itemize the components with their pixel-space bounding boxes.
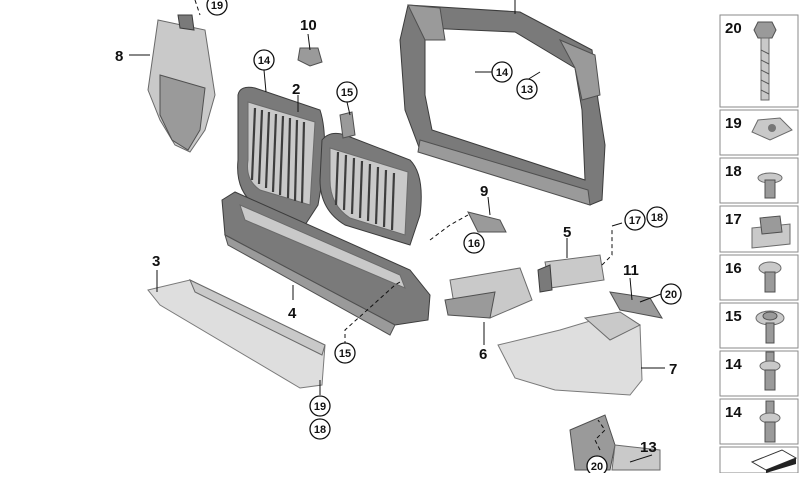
callout-4: 4: [288, 305, 297, 322]
clip-nut-icon: [751, 117, 793, 141]
circled-14-frame: 14: [491, 61, 513, 83]
part-8-side-duct: [147, 14, 216, 153]
svg-text:18: 18: [314, 424, 326, 436]
callout-10: 10: [300, 17, 317, 34]
circled-callouts: 19 14 15 14 13 16 17 18: [206, 0, 682, 477]
svg-text:19: 19: [211, 0, 223, 12]
callout-9: 9: [480, 183, 488, 200]
circled-18-top: 18: [646, 206, 668, 228]
circled-18-bottom: 18: [309, 418, 331, 440]
callout-6: 6: [479, 346, 487, 363]
fastener-legend: 20 19 18: [719, 14, 799, 474]
svg-text:20: 20: [665, 289, 677, 301]
long-rivet-icon: [759, 400, 781, 443]
legend-cell-17: 17: [719, 205, 799, 253]
svg-text:20: 20: [725, 20, 742, 37]
callout-numbers: 8 2 10 3 4 9 5 11 6 7 13: [115, 17, 677, 456]
part-4-air-guide: [221, 191, 431, 336]
leader-lines: [129, 0, 665, 463]
svg-text:17: 17: [629, 215, 641, 227]
circled-19-bottom: 19: [309, 395, 331, 417]
svg-text:14: 14: [725, 404, 742, 421]
spring-nut-icon: [751, 215, 791, 249]
part-3-shield: [147, 278, 326, 389]
expanding-rivet-icon: [757, 172, 783, 199]
part-6-air-duct: [444, 267, 533, 319]
legend-cell-16: 16: [719, 254, 799, 301]
legend-cell-14b: 14: [719, 398, 799, 445]
legend-cell-19: 19: [719, 109, 799, 156]
circled-15-bottom: 15: [334, 342, 356, 364]
svg-text:13: 13: [521, 84, 533, 96]
part-5-duct: [537, 254, 605, 293]
circled-13-frame: 13: [516, 78, 538, 100]
svg-text:20: 20: [591, 461, 603, 473]
circled-20-bottom: 20: [586, 455, 608, 477]
circled-14-grille: 14: [253, 49, 275, 71]
svg-text:19: 19: [314, 401, 326, 413]
part-2-kidney-grille: [237, 86, 422, 246]
part-7-air-duct: [497, 311, 643, 396]
svg-text:16: 16: [468, 238, 480, 250]
legend-cell-14a: 14: [719, 350, 799, 397]
parts-set-icon: [750, 449, 798, 473]
callout-3: 3: [152, 253, 160, 270]
callout-2: 2: [292, 81, 300, 98]
legend-cell-15: 15: [719, 302, 799, 349]
callout-11: 11: [623, 262, 639, 279]
circled-15-grille: 15: [336, 81, 358, 103]
svg-text:14: 14: [496, 67, 509, 79]
legend-cell-18: 18: [719, 157, 799, 204]
legend-cell-20: 20: [719, 14, 799, 108]
svg-text:16: 16: [725, 260, 742, 277]
washer-screw-icon: [755, 310, 785, 344]
svg-text:15: 15: [339, 348, 351, 360]
circled-20-bracket: 20: [660, 283, 682, 305]
svg-text:19: 19: [725, 115, 742, 132]
svg-text:15: 15: [341, 87, 353, 99]
callout-8: 8: [115, 48, 123, 65]
svg-text:18: 18: [651, 212, 663, 224]
pin-rivet-icon: [758, 261, 782, 293]
svg-text:17: 17: [725, 211, 742, 228]
callout-7: 7: [669, 361, 677, 378]
callout-5: 5: [563, 224, 571, 241]
legend-cell-set: [719, 446, 799, 474]
svg-text:14: 14: [258, 55, 271, 67]
svg-text:15: 15: [725, 308, 742, 325]
radiator-frame: [399, 4, 606, 206]
part-10-bracket: [297, 47, 323, 67]
push-rivet-icon: [759, 351, 781, 391]
circled-17: 17: [624, 209, 646, 231]
part-13-bracket: [569, 414, 661, 471]
svg-text:14: 14: [725, 356, 742, 373]
part-9-bracket: [467, 211, 507, 233]
svg-text:18: 18: [725, 163, 742, 180]
circled-16-bracket: 16: [463, 232, 485, 254]
hex-bolt-icon: [753, 21, 777, 101]
circled-19-top: 19: [206, 0, 228, 16]
callout-13: 13: [640, 439, 657, 456]
